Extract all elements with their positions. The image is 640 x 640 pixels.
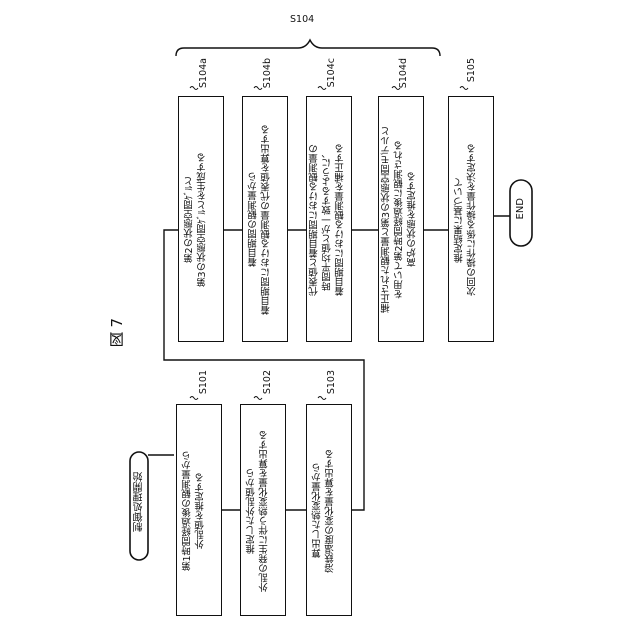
s102-label-tick <box>254 397 262 400</box>
step-s105-label: S105 <box>466 58 477 82</box>
step-s104d-box: 補正された観測量と第3の状態空間モデルと を用いて第2時間経過後に観測される 高… <box>378 96 424 342</box>
s104b-label-tick <box>254 87 262 90</box>
step-s104c-text: 代表値と着目期間における観測量の 時間平均値とが一致するように、 着目期間におけ… <box>308 105 352 335</box>
step-s102-text: 推定した外乱値から 外乱の発生に伴う熱変化量を算出する <box>245 413 283 609</box>
step-s104c-label: S104c <box>326 58 337 87</box>
step-s104d-text: 補正された観測量と第3の状態空間モデルと を用いて第2時間経過後に観測される 高… <box>380 105 424 335</box>
s105-label-tick <box>460 87 468 90</box>
step-s101-box: 第1時間経過後の観測量から 外乱値を推定する <box>176 404 222 616</box>
s104-group-label: S104 <box>290 14 314 25</box>
s103-label-tick <box>318 397 326 400</box>
step-s101-label: S101 <box>198 370 209 394</box>
start-label: 制御処理開始 <box>132 472 147 532</box>
step-s101-text: 第1時間経過後の観測量から 外乱値を推定する <box>181 413 219 609</box>
step-s104c-box: 代表値と着目期間における観測量の 時間平均値とが一致するように、 着目期間におけ… <box>306 96 352 342</box>
s104c-label-tick <box>318 87 326 90</box>
step-s103-text: 算出した熱変化量から 溶鉄温度の変化量を算出する <box>311 413 349 609</box>
end-label: END <box>515 198 526 220</box>
step-s105-text: 推定結果に基づいて 次回の操作に係る操作量を決定する <box>453 105 491 335</box>
step-s104a-label: S104a <box>198 58 209 88</box>
step-s104b-box: 着目期間の観測量から 着目期間における観測量の代表値を算出する <box>242 96 288 342</box>
step-s102-box: 推定した外乱値から 外乱の発生に伴う熱変化量を算出する <box>240 404 286 616</box>
step-s102-label: S102 <box>262 370 273 394</box>
figure-title: 図 7 <box>106 318 127 347</box>
step-s104a-text: 第2の状態空間ｹﾞﾙと 第3の状態空間ｹﾞﾙとを生成する <box>183 105 221 335</box>
step-s105-box: 推定結果に基づいて 次回の操作に係る操作量を決定する <box>448 96 494 342</box>
step-s104a-box: 第2の状態空間ｹﾞﾙと 第3の状態空間ｹﾞﾙとを生成する <box>178 96 224 342</box>
step-s103-box: 算出した熱変化量から 溶鉄温度の変化量を算出する <box>306 404 352 616</box>
step-s104d-label: S104d <box>398 58 409 88</box>
step-s103-label: S103 <box>326 370 337 394</box>
step-s104b-label: S104b <box>262 58 273 88</box>
s104-group-brace <box>176 40 440 56</box>
step-s104b-text: 着目期間の観測量から 着目期間における観測量の代表値を算出する <box>247 105 285 335</box>
s101-label-tick <box>190 397 198 400</box>
s104a-label-tick <box>190 87 198 90</box>
